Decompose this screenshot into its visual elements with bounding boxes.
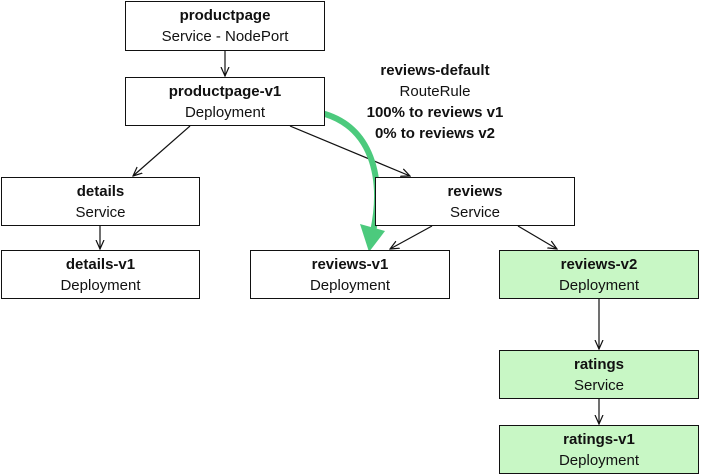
- node-productpage: productpage Service - NodePort: [125, 1, 325, 51]
- edge-reviews-to-reviews-v1: [390, 225, 433, 249]
- node-subtitle: Deployment: [184, 103, 266, 121]
- node-subtitle: Service: [75, 203, 126, 221]
- edge-productpage-v1-to-details: [133, 125, 191, 176]
- node-title: reviews-v1: [311, 255, 389, 273]
- node-reviews: reviews Service: [375, 177, 575, 226]
- route-rule-kind: RouteRule: [399, 83, 471, 100]
- node-details-v1: details-v1 Deployment: [1, 250, 200, 299]
- node-ratings-v1: ratings-v1 Deployment: [499, 425, 699, 474]
- node-title: reviews-v2: [560, 255, 638, 273]
- node-title: reviews: [447, 182, 503, 200]
- route-rule-arrowhead: [360, 224, 385, 252]
- node-ratings: ratings Service: [499, 350, 699, 399]
- node-subtitle: Deployment: [558, 451, 640, 469]
- node-title: productpage: [179, 7, 271, 24]
- node-title: ratings: [573, 355, 624, 373]
- edge-productpage-v1-to-reviews: [289, 125, 410, 176]
- node-productpage-v1: productpage-v1 Deployment: [125, 77, 325, 126]
- route-rule-weight-v1: 100% to reviews v1: [366, 104, 504, 121]
- node-title: details-v1: [65, 255, 136, 273]
- route-rule-annotation: reviews-default RouteRule 100% to review…: [345, 60, 525, 144]
- node-subtitle: Service: [449, 203, 501, 221]
- node-subtitle: Service: [573, 376, 625, 394]
- node-reviews-v1: reviews-v1 Deployment: [250, 250, 450, 299]
- node-details: details Service: [1, 177, 200, 226]
- route-rule-weight-v2: 0% to reviews v2: [374, 125, 496, 142]
- node-title: productpage-v1: [168, 82, 282, 100]
- node-reviews-v2: reviews-v2 Deployment: [499, 250, 699, 299]
- edge-reviews-to-reviews-v2: [517, 225, 557, 249]
- node-title: ratings-v1: [563, 430, 635, 448]
- node-subtitle: Deployment: [309, 276, 391, 294]
- node-subtitle: Deployment: [558, 276, 640, 294]
- route-rule-title: reviews-default: [380, 62, 490, 79]
- node-title: details: [76, 182, 125, 200]
- node-subtitle: Service - NodePort: [161, 28, 289, 45]
- node-subtitle: Deployment: [60, 276, 141, 294]
